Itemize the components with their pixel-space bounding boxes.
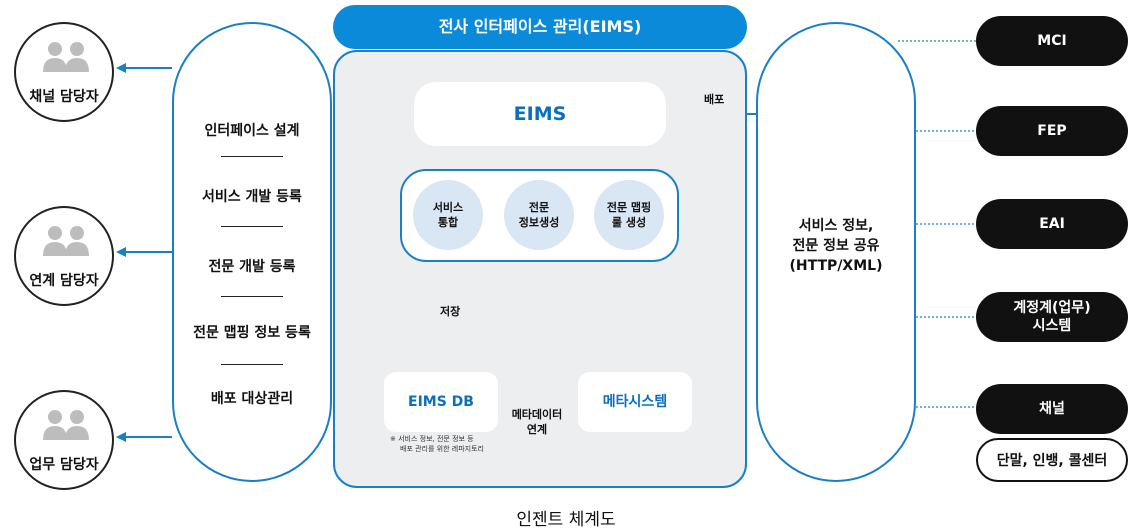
metadata-link-label: 메타데이터 연계 (511, 408, 563, 436)
store-label: 저장 (440, 305, 461, 318)
eims-box: EIMS (414, 82, 666, 146)
service-integration-circle: 서비스 통합 (413, 180, 483, 250)
person-business-manager: 업무 담당자 (14, 390, 114, 490)
task-divider (221, 364, 283, 365)
system-account: 계정계(업무) 시스템 (976, 292, 1128, 342)
system-eai: EAI (976, 199, 1128, 249)
channel-sub-box: 단말, 인뱅, 콜센터 (976, 438, 1128, 482)
footnote-line: 배포 관리를 위한 레파지토리 (400, 445, 484, 453)
deploy-label: 배포 (704, 93, 725, 106)
person-label: 채널 담당자 (29, 89, 99, 105)
task-divider (221, 296, 283, 297)
person-channel-manager: 채널 담당자 (14, 22, 114, 122)
task-divider (221, 226, 283, 227)
task-divider (221, 156, 283, 157)
diagram-caption: 인젠트 체계도 (516, 510, 616, 530)
task-item: 전문 맵핑 정보 등록 (193, 325, 311, 341)
people-icon (43, 226, 89, 256)
person-label: 연계 담당자 (29, 273, 99, 289)
eims-header: 전사 인터페이스 관리(EIMS) (333, 5, 747, 49)
footnote-line: ※ 서비스 정보, 전문 정보 등 (390, 435, 474, 443)
left-task-capsule: 인터페이스 설계 서비스 개발 등록 전문 개발 등록 전문 맵핑 정보 등록 … (172, 22, 332, 482)
person-label: 업무 담당자 (29, 457, 99, 473)
system-mci: MCI (976, 16, 1128, 66)
repository-footnote: ※ 서비스 정보, 전문 정보 등 배포 관리를 위한 레파지토리 (390, 434, 484, 454)
meta-system-box: 메타시스템 (578, 372, 692, 432)
task-item: 배포 대상관리 (210, 391, 294, 407)
system-channel: 채널 (976, 384, 1128, 434)
task-item: 인터페이스 설계 (204, 123, 300, 139)
system-fep: FEP (976, 106, 1128, 156)
share-protocol-text: 서비스 정보, 전문 정보 공유 (HTTP/XML) (789, 218, 883, 274)
right-share-capsule: 서비스 정보, 전문 정보 공유 (HTTP/XML) (756, 22, 916, 482)
message-info-circle: 전문 정보생성 (504, 180, 574, 250)
people-icon (43, 410, 89, 440)
task-item: 서비스 개발 등록 (202, 189, 302, 205)
eims-db-box: EIMS DB (384, 372, 498, 432)
task-item: 전문 개발 등록 (208, 259, 296, 275)
mapping-rule-circle: 전문 맵핑 룰 생성 (594, 180, 664, 250)
person-link-manager: 연계 담당자 (14, 206, 114, 306)
people-icon (43, 42, 89, 72)
